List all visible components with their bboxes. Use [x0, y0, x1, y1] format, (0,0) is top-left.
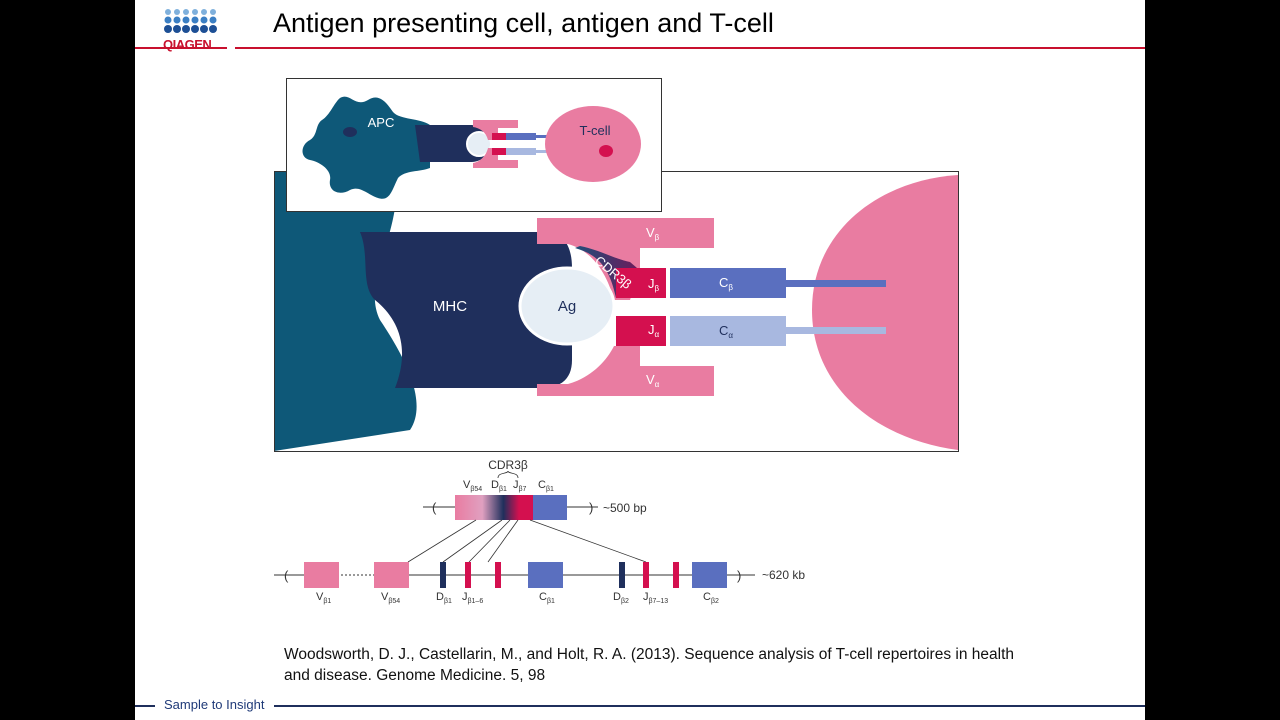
vb-label: Vβ — [646, 225, 660, 242]
jb-label: Jβ — [648, 276, 660, 293]
page-title: Antigen presenting cell, antigen and T-c… — [273, 8, 774, 38]
j-beta-segment — [616, 268, 666, 298]
locus-j-b7-13-a — [643, 562, 649, 588]
ag-label: Ag — [558, 298, 576, 315]
locus-c-b1 — [528, 562, 563, 588]
qiagen-logo-icon — [164, 9, 217, 33]
mhc-label: MHC — [433, 298, 467, 315]
svg-text:(: ( — [284, 568, 289, 583]
inset-antigen — [466, 131, 492, 157]
logo-divider — [135, 47, 227, 49]
locus-label-d-b2: Dβ2 — [613, 591, 629, 605]
v-beta-domain — [537, 218, 714, 300]
locus-label-c-b2: Cβ2 — [703, 591, 719, 605]
transcript-j-label: Jβ7 — [513, 479, 527, 493]
svg-text:): ) — [589, 500, 593, 515]
inset-t-cell — [545, 106, 641, 182]
transcript-vdj — [455, 495, 533, 520]
locus-j-b1-6-a — [465, 562, 471, 588]
antigen-ellipse — [518, 266, 616, 346]
j-alpha-segment — [616, 316, 666, 346]
locus-label-j-b1-6: Jβ1–6 — [462, 591, 483, 605]
rearrangement-lines — [407, 519, 647, 563]
inset-apc-nucleus — [343, 127, 357, 137]
inset-c-alpha — [506, 148, 536, 155]
locus-c-b2 — [692, 562, 727, 588]
locus-size: ~620 kb — [762, 568, 805, 582]
svg-text:(: ( — [432, 500, 437, 515]
c-beta-stalk — [786, 280, 886, 287]
va-label: Vα — [646, 372, 660, 389]
citation-text: Woodsworth, D. J., Castellarin, M., and … — [284, 646, 1014, 684]
inset-t-cell-nucleus — [599, 145, 613, 157]
transcript-c-label: Cβ1 — [538, 479, 554, 493]
slide: QIAGEN Antigen presenting cell, antigen … — [135, 0, 1145, 720]
locus-label-c-b1: Cβ1 — [539, 591, 555, 605]
transcript-c — [533, 495, 567, 520]
title-divider — [235, 47, 1145, 49]
locus-label-v-b1: Vβ1 — [316, 591, 331, 605]
inset-j-beta — [492, 133, 506, 140]
c-alpha-stalk — [786, 327, 886, 334]
mhc-shape — [360, 232, 572, 388]
locus-d-b1 — [440, 562, 446, 588]
inset-mhc — [415, 125, 485, 162]
transcript-size: ~500 bp — [603, 501, 647, 515]
ja-label: Jα — [648, 322, 660, 339]
t-cell-body — [812, 175, 958, 450]
locus-v-b1 — [304, 562, 339, 588]
transcript-d-label: Dβ1 — [491, 479, 507, 493]
inset-c-beta — [506, 133, 536, 140]
footer-divider-right — [274, 705, 1145, 707]
locus-j-b1-6-b — [495, 562, 501, 588]
c-beta-domain — [670, 268, 786, 298]
c-alpha-domain — [670, 316, 786, 346]
inset-apc-cell — [302, 96, 430, 199]
inset-tcr-alpha — [473, 148, 518, 168]
footer-tagline: Sample to Insight — [164, 697, 265, 712]
locus-label-d-b1: Dβ1 — [436, 591, 452, 605]
inset-tcell-label: T-cell — [579, 123, 610, 138]
tcr-diagram: MHC Ag CDR3β Vβ Vα Jβ Jα Cβ Cα APC T-cel… — [274, 78, 959, 605]
inset-apc-label: APC — [368, 115, 395, 130]
inset-j-alpha — [492, 148, 506, 155]
locus-d-b2 — [619, 562, 625, 588]
transcript-v-label: Vβ54 — [463, 479, 482, 493]
v-alpha-domain — [537, 346, 714, 396]
locus-j-b7-13-b — [673, 562, 679, 588]
locus-label-v-b54: Vβ54 — [381, 591, 400, 605]
footer-divider-left — [135, 705, 155, 707]
locus-label-j-b7-13: Jβ7–13 — [643, 591, 668, 605]
locus-v-b54 — [374, 562, 409, 588]
inset-tcr-beta — [473, 120, 518, 140]
cb-label: Cβ — [719, 275, 733, 292]
ca-label: Cα — [719, 323, 733, 340]
transcript-cdr3b-label: CDR3β — [488, 458, 528, 472]
svg-text:): ) — [737, 568, 741, 583]
cdr3-brace — [497, 470, 519, 479]
